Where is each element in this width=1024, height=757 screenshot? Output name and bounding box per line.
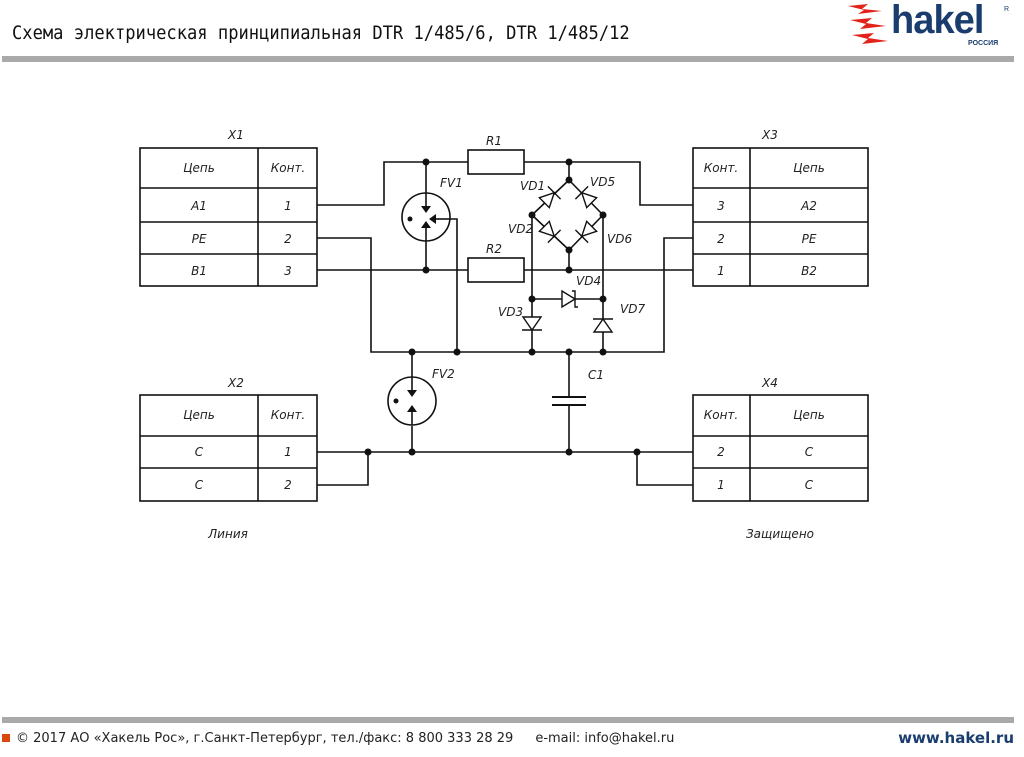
x1-cell: 2 [284,232,292,246]
vd2-label: VD2 [508,222,533,236]
fv2-label: FV2 [432,367,455,381]
connector-x2-table [139,394,318,502]
fv1-label: FV1 [440,176,463,190]
connector-x1-table [139,147,318,287]
vd6-label: VD6 [607,232,632,246]
diode-vd4 [561,289,578,309]
x4-cell: 1 [717,478,725,492]
footer-info: © 2017 АО «Хакель Рос», г.Санкт-Петербур… [2,731,674,746]
resistor-r2 [467,257,525,283]
r2-label: R2 [486,242,502,256]
arrester-fv2 [387,376,437,426]
wires [317,161,693,486]
x1-cell: 3 [284,264,292,278]
resistor-r1 [467,149,525,175]
email-link[interactable]: e-mail: info@hakel.ru [535,731,675,746]
x3-cell: 1 [717,264,725,278]
x4-caption: Защищено [746,527,814,541]
x4-cell: 2 [717,445,725,459]
x4-cell: C [805,445,814,459]
x4-label: X4 [761,376,778,390]
x2-header-net: Цепь [183,408,215,422]
x2-caption: Линия [207,527,248,541]
x1-label: X1 [227,128,244,142]
vd5-label: VD5 [590,175,615,189]
diode-vd6 [574,220,598,244]
x3-cell: B2 [801,264,817,278]
copyright-text: © 2017 АО «Хакель Рос», г.Санкт-Петербур… [16,731,514,746]
logo-subtitle: РОССИЯ [968,40,999,47]
vd7-label: VD7 [620,302,645,316]
x2-cell: C [195,478,204,492]
vd1-label: VD1 [520,179,545,193]
c1-label: C1 [588,368,604,382]
x2-cell: 2 [284,478,292,492]
connector-x3-table [692,147,869,287]
diode-vd2 [538,220,562,244]
arrester-fv1 [401,192,451,242]
logo-brand: hakel [891,0,984,42]
x3-cell: PE [802,232,817,246]
header-divider [2,56,1014,62]
x2-label: X2 [227,376,244,390]
page-title: Схема электрическая принципиальная DTR 1… [12,22,630,44]
capacitor-c1 [552,396,586,406]
x3-cell: 2 [717,232,725,246]
x1-header-contact: Конт. [271,161,306,175]
diode-vd1 [538,185,562,209]
r1-label: R1 [486,134,502,148]
registered-mark: R [1004,6,1010,13]
x1-cell: A1 [190,199,207,213]
diode-vd5 [574,185,598,209]
diode-vd3 [521,316,543,332]
vd3-label: VD3 [498,305,523,319]
footer-divider [2,717,1014,723]
bullet-square-icon [2,734,10,742]
x4-header-contact: Конт. [704,408,739,422]
x3-header-net: Цепь [793,161,825,175]
x3-cell: 3 [717,199,725,213]
x2-header-contact: Конт. [271,408,306,422]
x1-cell: PE [192,232,207,246]
lightning-bolts-icon [848,4,888,44]
diode-vd7 [592,317,614,333]
x1-header-net: Цепь [183,161,215,175]
x2-cell: 1 [284,445,292,459]
website-link[interactable]: www.hakel.ru [898,729,1014,747]
x1-cell: B1 [191,264,207,278]
vd4-label: VD4 [576,274,601,288]
x3-label: X3 [761,128,778,142]
x4-header-net: Цепь [793,408,825,422]
x4-cell: C [805,478,814,492]
x1-cell: 1 [284,199,292,213]
hakel-logo: hakel R РОССИЯ [846,0,1016,50]
x2-cell: C [195,445,204,459]
connector-x4-table [692,394,869,502]
x3-header-contact: Конт. [704,161,739,175]
x3-cell: A2 [800,199,817,213]
